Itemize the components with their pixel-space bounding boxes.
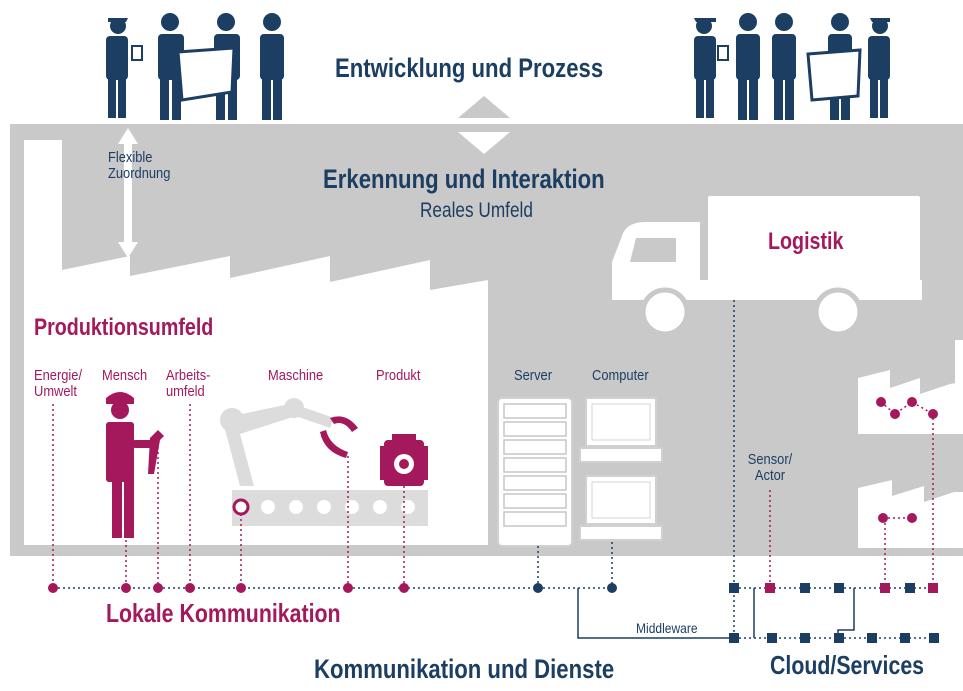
bottom-title: Kommunikation und Dienste: [314, 654, 615, 684]
middle-subtitle: Reales Umfeld: [420, 199, 533, 222]
arrow-down: [458, 132, 510, 154]
worker-wrench-icon: [106, 392, 164, 538]
people-group-right: [694, 13, 890, 120]
right-white-edge: [955, 340, 963, 388]
local-communication-label: Lokale Kommunikation: [106, 598, 341, 628]
sensor-label: Sensor/ Actor: [747, 451, 793, 484]
middleware-label: Middleware: [636, 620, 698, 636]
energy-label: Energie/ Umwelt: [34, 367, 83, 400]
arrow-up: [458, 96, 510, 118]
machine-label: Maschine: [268, 367, 324, 384]
work-env-label: Arbeits- umfeld: [166, 367, 211, 400]
engine-product-icon: [380, 434, 428, 486]
truck-icon: [612, 196, 922, 337]
middle-title: Erkennung und Interaktion: [323, 164, 605, 194]
logistics-label: Logistik: [768, 228, 844, 255]
person-tablet-icon: [106, 18, 143, 118]
production-title: Produktionsumfeld: [34, 314, 214, 341]
people-group-left: [106, 13, 284, 120]
cloud-services-label: Cloud/Services: [770, 650, 925, 680]
whiteboard-right: [806, 48, 862, 102]
robot-arm-icon: [220, 398, 428, 526]
server-rack-icon: [497, 397, 573, 547]
human-label: Mensch: [102, 367, 148, 384]
computer-icon: [579, 397, 663, 541]
flexible-label: Flexible Zuordnung: [108, 149, 171, 182]
computer-label: Computer: [592, 367, 649, 384]
top-title: Entwicklung und Prozess: [335, 53, 604, 83]
person-board-icon: [158, 13, 184, 120]
product-label: Produkt: [376, 367, 421, 384]
flexible-arrow: [118, 128, 138, 258]
server-label: Server: [514, 367, 553, 384]
whiteboard-left: [176, 46, 236, 102]
person-icon: [260, 13, 284, 120]
